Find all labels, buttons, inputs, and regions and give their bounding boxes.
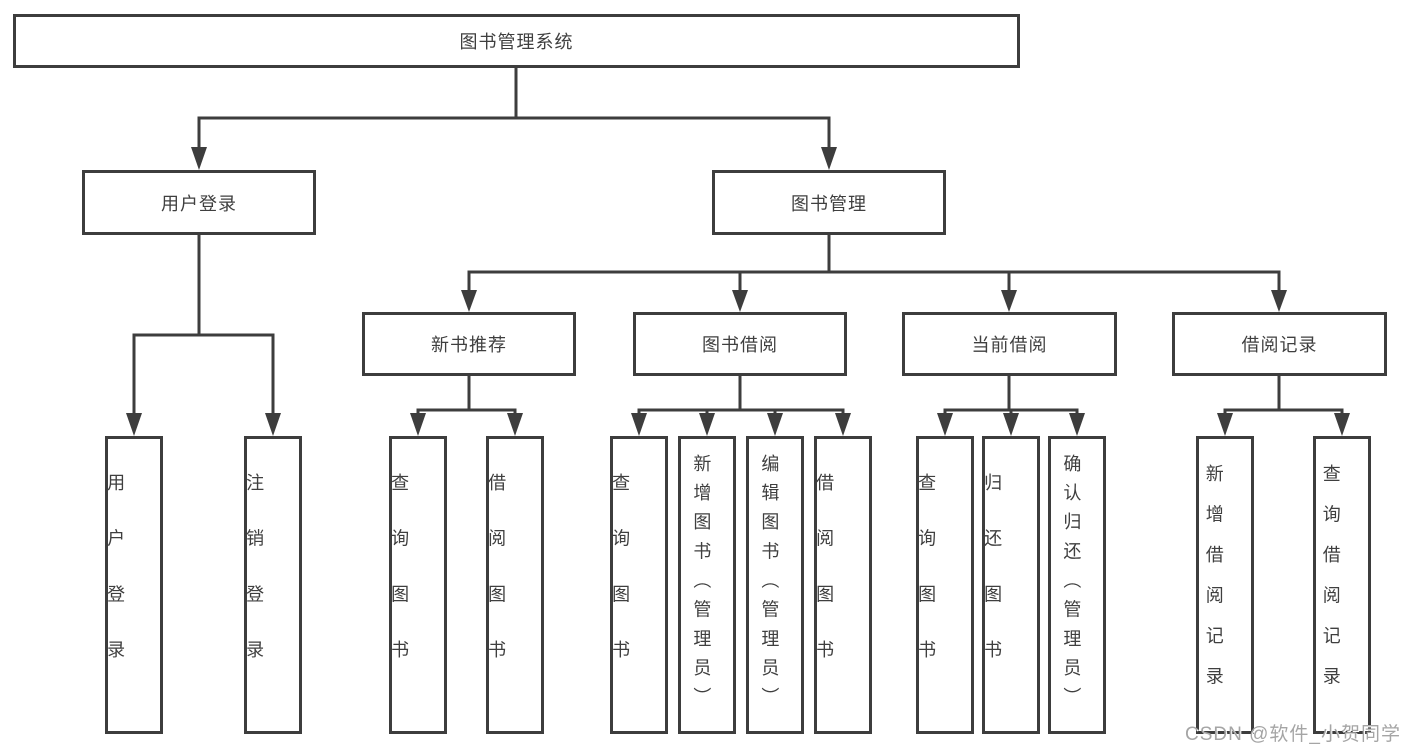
node-label: 图书管理 [791,193,867,214]
node-label: 归还图书 [982,473,1003,697]
node-logout: 注销登录 [244,436,302,734]
node-label: 图书管理系统 [459,32,574,52]
node-label: 新书推荐 [431,335,507,355]
node-label: 编辑图书（管理员） [759,453,780,717]
node-label: 当前借阅 [971,335,1048,355]
node-book-borrow: 图书借阅 [633,312,847,376]
node-confirm-return-admin: 确认归还（管理员） [1048,436,1106,734]
node-query-books-borrow: 查询图书 [610,436,668,734]
node-label: 用户登录 [161,193,237,214]
node-library-management-system: 图书管理系统 [13,14,1020,68]
node-add-borrow-record: 新增借阅记录 [1196,436,1254,734]
node-label: 用户登录 [105,473,126,697]
node-edit-books-admin: 编辑图书（管理员） [746,436,804,734]
node-book-management: 图书管理 [712,170,946,235]
node-borrow-books: 借阅图书 [814,436,872,734]
node-label: 查询借阅记录 [1320,463,1341,707]
node-label: 借阅图书 [486,473,507,697]
node-label: 借阅图书 [814,473,835,697]
node-label: 查询图书 [610,473,631,697]
node-label: 新增借阅记录 [1203,463,1224,707]
node-query-books-current: 查询图书 [916,436,974,734]
node-query-books-recommend: 查询图书 [389,436,447,734]
node-user-login: 用户登录 [82,170,316,235]
node-current-borrow: 当前借阅 [902,312,1117,376]
csdn-watermark: CSDN @软件_小贺同学 [1185,724,1401,745]
node-return-books: 归还图书 [982,436,1040,734]
node-label: 图书借阅 [702,335,778,355]
node-user-login-action: 用户登录 [105,436,163,734]
node-new-book-recommend: 新书推荐 [362,312,576,376]
node-label: 注销登录 [244,473,265,697]
node-label: 查询图书 [389,473,410,697]
node-borrow-records: 借阅记录 [1172,312,1387,376]
node-label: 查询图书 [916,473,937,697]
node-query-borrow-record: 查询借阅记录 [1313,436,1371,734]
node-label: 借阅记录 [1241,335,1318,355]
node-add-books-admin: 新增图书（管理员） [678,436,736,734]
node-label: 确认归还（管理员） [1061,453,1082,717]
node-borrow-books-recommend: 借阅图书 [486,436,544,734]
arrowhead-icons [126,147,1350,436]
node-label: 新增图书（管理员） [691,453,712,717]
